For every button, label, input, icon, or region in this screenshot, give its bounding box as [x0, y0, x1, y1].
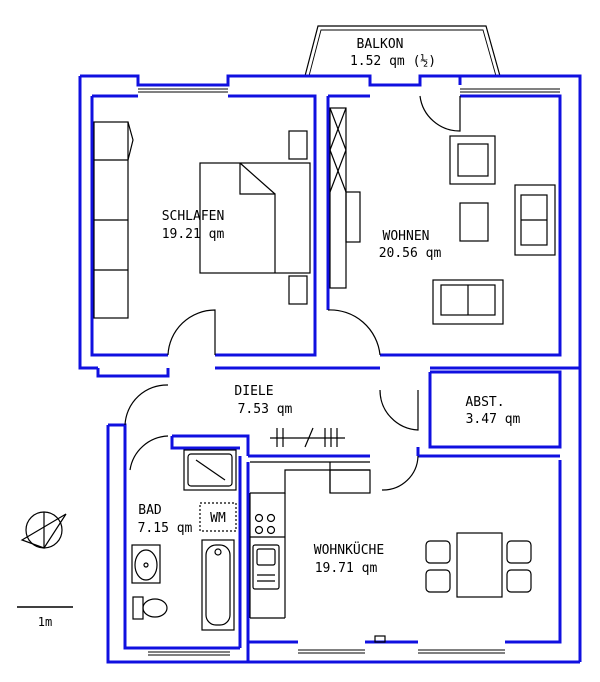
walls	[78, 74, 582, 664]
scale-bar: 1m	[17, 606, 73, 629]
wohnen-area: 20.56 qm	[379, 246, 442, 261]
compass-north-icon	[20, 511, 67, 549]
schlafen-area: 19.21 qm	[162, 227, 225, 242]
kitchen-fixtures	[249, 461, 532, 643]
wohnen-name: WOHNEN	[383, 229, 430, 244]
wohnkueche-name: WOHNKÜCHE	[314, 541, 384, 558]
diele-marks	[270, 427, 345, 448]
balkon-area: 1.52 qm (½)	[350, 54, 436, 69]
living-furniture	[329, 107, 556, 325]
bedroom-furniture	[93, 121, 311, 319]
diele-name: DIELE	[234, 384, 273, 399]
bad-name: BAD	[138, 503, 162, 518]
balcony	[304, 25, 501, 77]
windows	[138, 88, 560, 656]
bath-fixtures	[131, 449, 237, 631]
scale-label: 1m	[38, 615, 52, 629]
abst-area: 3.47 qm	[466, 412, 521, 427]
schlafen-name: SCHLAFEN	[162, 209, 225, 224]
balkon-name: BALKON	[357, 37, 404, 52]
bad-area: 7.15 qm	[138, 521, 193, 536]
wohnkueche-area: 19.71 qm	[315, 561, 378, 576]
abst-name: ABST.	[465, 395, 504, 410]
doors	[124, 95, 461, 491]
wm-label: WM	[210, 511, 226, 526]
diele-area: 7.53 qm	[238, 402, 293, 417]
room-labels: BALKON 1.52 qm (½) SCHLAFEN 19.21 qm WOH…	[138, 37, 521, 576]
